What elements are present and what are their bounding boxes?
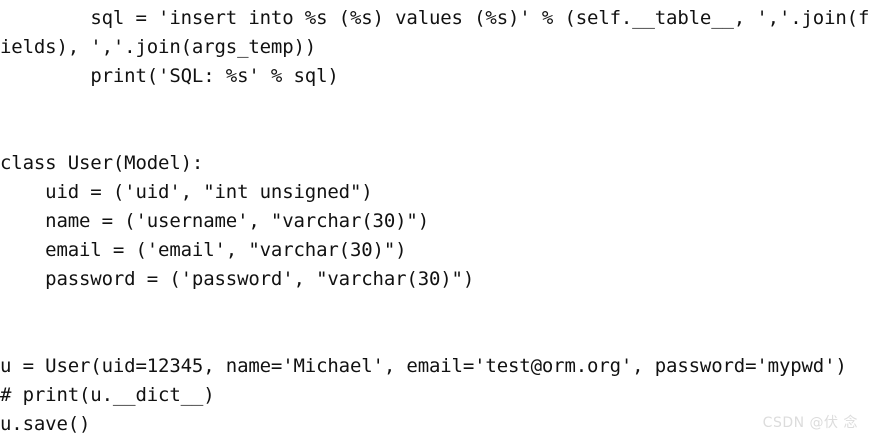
code-line-blank [0, 323, 870, 352]
code-line-blank [0, 294, 870, 323]
code-line: sql = 'insert into %s (%s) values (%s)' … [0, 7, 870, 58]
code-line-blank [0, 91, 870, 120]
code-line: name = ('username', "varchar(30)") [0, 210, 429, 232]
code-line: # print(u.__dict__) [0, 384, 215, 406]
code-line: print('SQL: %s' % sql) [0, 65, 339, 87]
code-line: class User(Model): [0, 152, 204, 174]
code-line-blank [0, 120, 870, 149]
csdn-watermark: CSDN @伏 念 [762, 415, 858, 431]
code-line: email = ('email', "varchar(30)") [0, 239, 407, 261]
code-line: u.save() [0, 413, 91, 435]
code-line: password = ('password', "varchar(30)") [0, 268, 475, 290]
code-line: u = User(uid=12345, name='Michael', emai… [0, 355, 847, 377]
code-line: uid = ('uid', "int unsigned") [0, 181, 373, 203]
